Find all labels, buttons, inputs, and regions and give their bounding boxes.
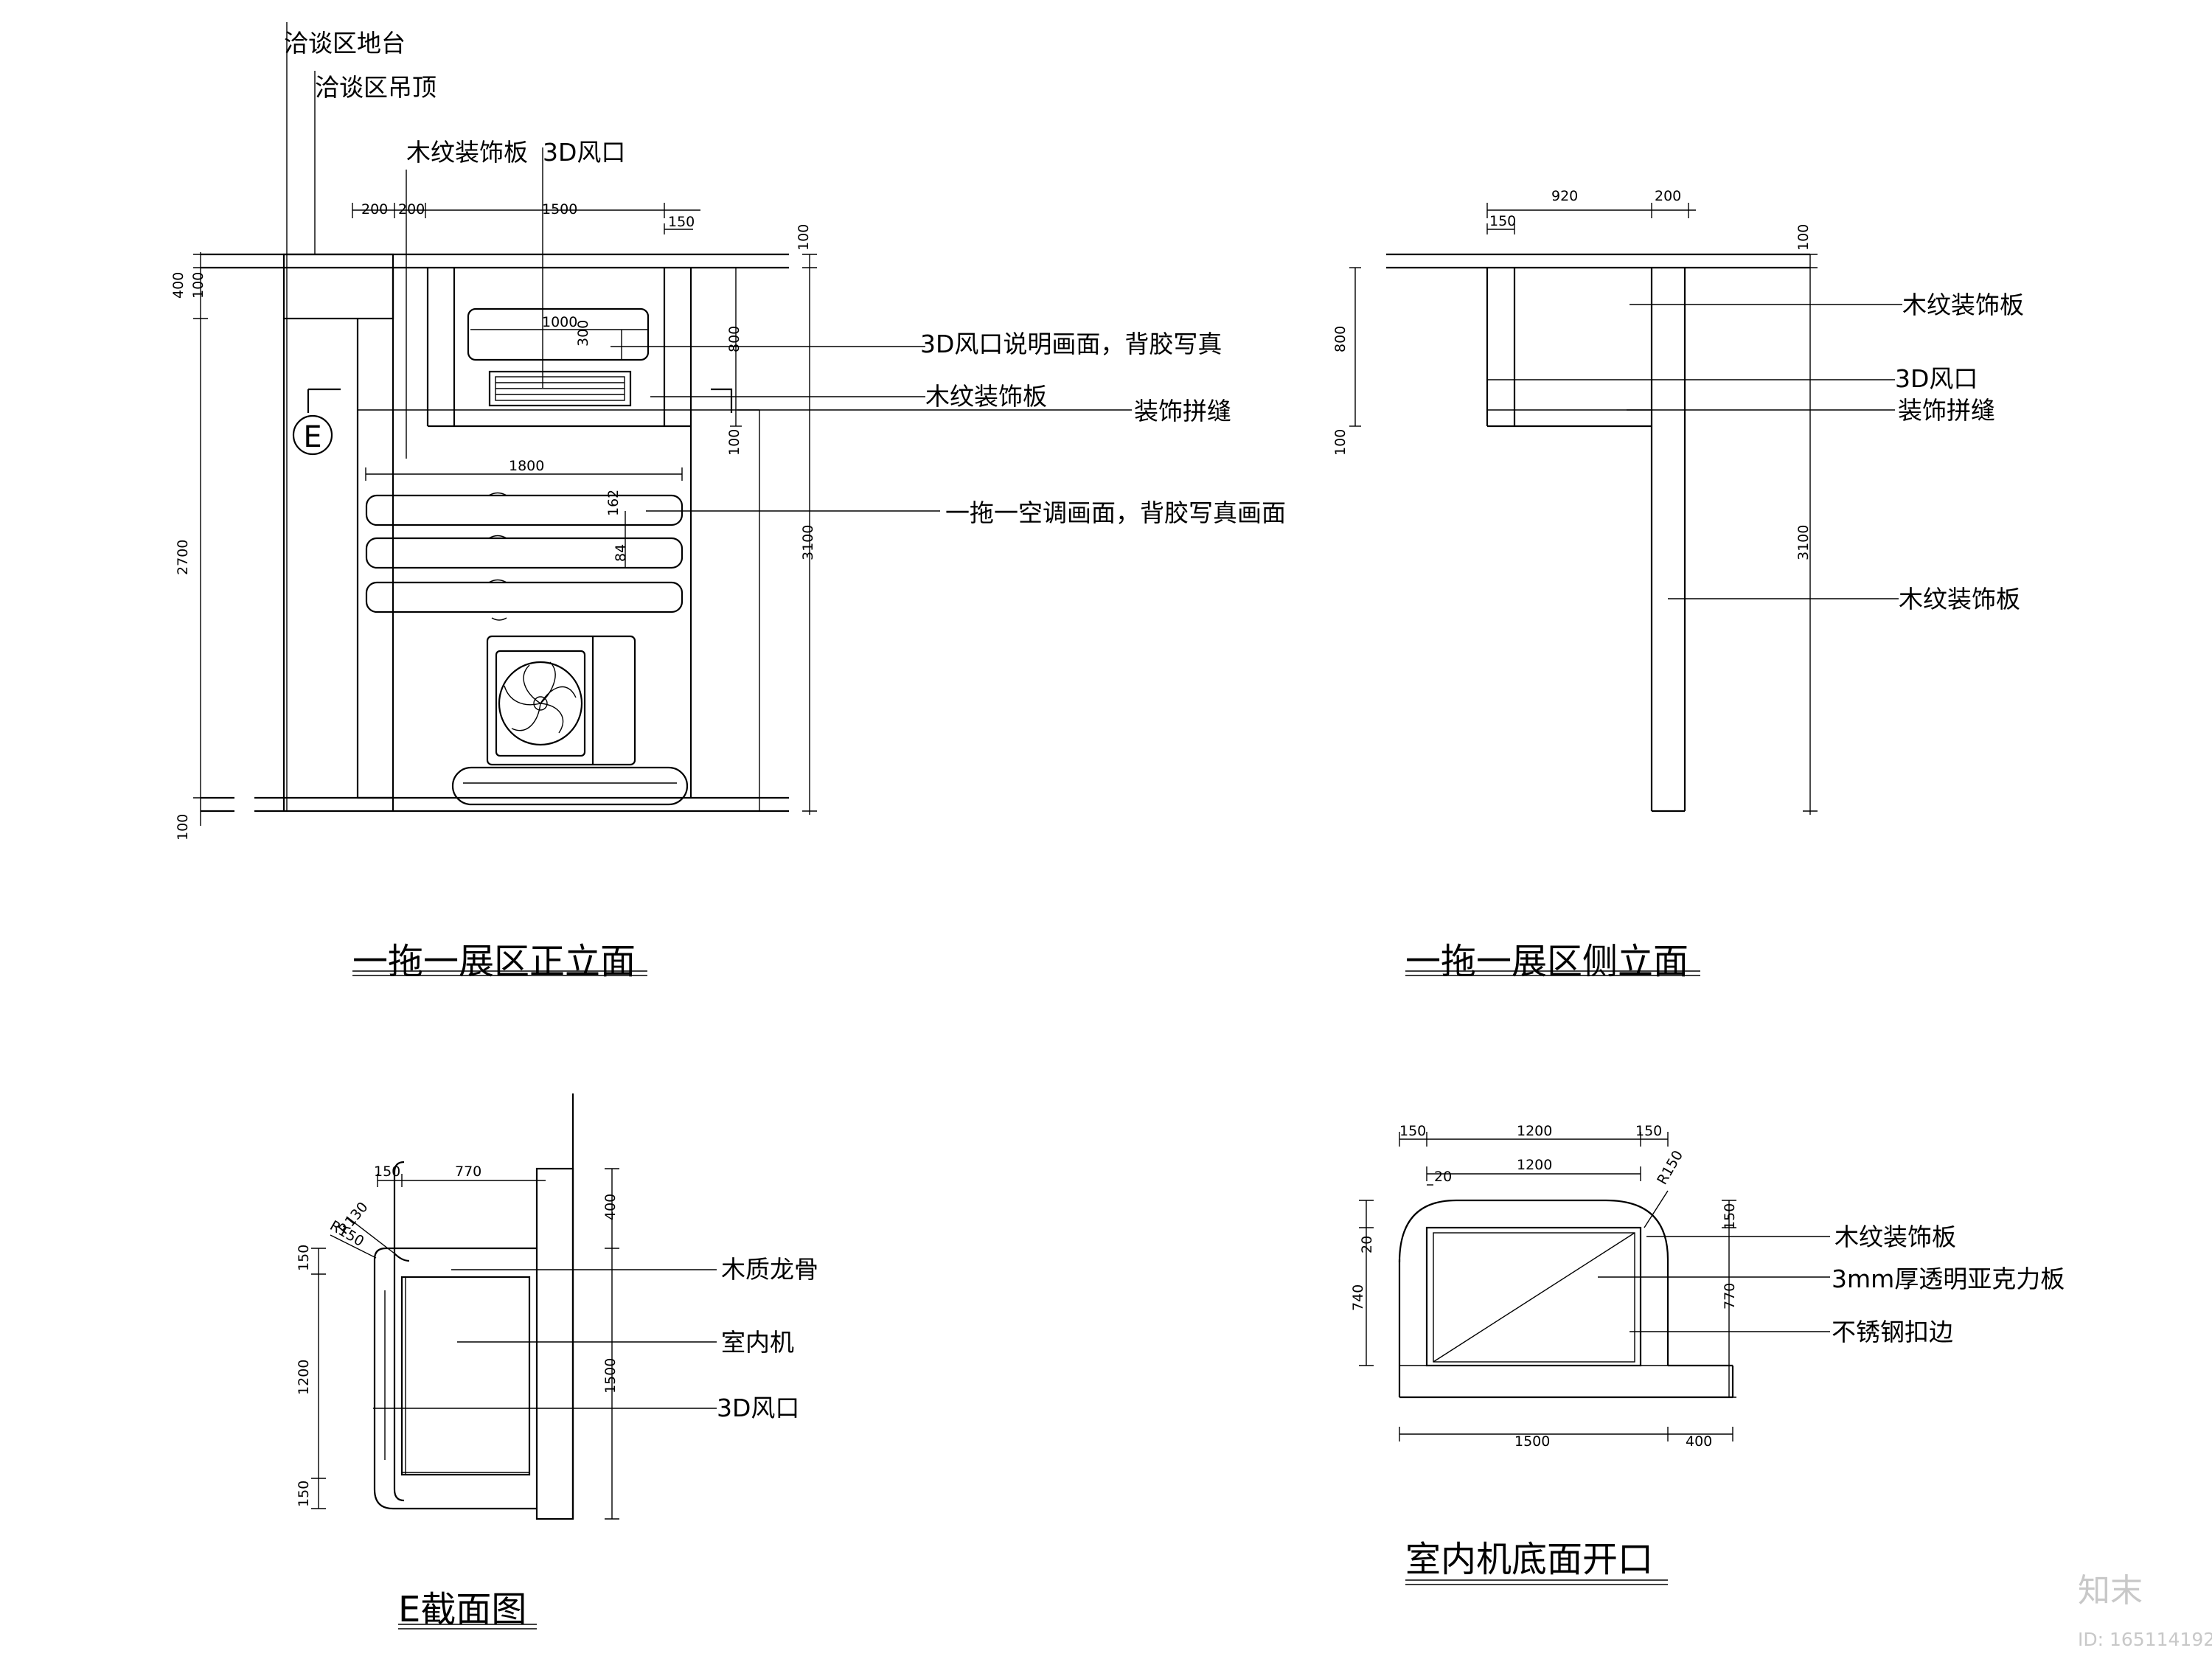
dim-bottom-1500: 1500	[1514, 1433, 1550, 1450]
bottom-label-acrylic: 3mm厚透明亚克力板	[1832, 1265, 2065, 1293]
watermark-id: ID: 165114192	[2078, 1629, 2212, 1650]
label-3d-vent-top: 3D风口	[543, 138, 625, 167]
dim-front-1000: 1000	[542, 314, 577, 330]
dim-front-200a: 200	[361, 201, 388, 218]
section-mark-e: E	[303, 420, 321, 454]
section-label-indoor-unit: 室内机	[721, 1328, 794, 1357]
section-label-3d-vent: 3D风口	[717, 1394, 799, 1422]
dim-bottom-r150: R150	[1654, 1148, 1686, 1188]
dim-front-200b: 200	[398, 201, 425, 218]
dim-bottom-1200a: 1200	[1517, 1123, 1552, 1139]
bottom-opening-title: 室内机底面开口	[1405, 1539, 1653, 1580]
dim-bottom-150a: 150	[1399, 1123, 1426, 1139]
dim-bottom-150b: 150	[1635, 1123, 1662, 1139]
dim-side-100-mid: 100	[1332, 429, 1349, 456]
e-section: 木质龙骨 室内机 3D风口 150 770 R130 R150 400 150 …	[296, 1093, 818, 1630]
dim-section-150-top: 150	[374, 1164, 400, 1180]
front-elevation: 洽谈区地台 洽谈区吊顶 木纹装饰板 3D风口 3D风口说明画面，背胶写真 木纹装…	[170, 22, 1286, 982]
dim-section-770: 770	[455, 1164, 481, 1180]
side-label-3d-vent: 3D风口	[1895, 364, 1978, 393]
dim-side-3100: 3100	[1795, 525, 1812, 560]
dim-front-84: 84	[613, 544, 629, 562]
dim-front-400: 400	[170, 272, 187, 299]
watermark-brand: 知末	[2078, 1572, 2143, 1610]
dim-front-300: 300	[575, 320, 591, 347]
label-hall-floor: 洽谈区地台	[284, 29, 406, 58]
dim-bottom-150c: 150	[1722, 1203, 1738, 1230]
bottom-label-wood-panel: 木纹装饰板	[1834, 1222, 1956, 1251]
dim-section-1500: 1500	[602, 1358, 619, 1394]
dim-side-150: 150	[1489, 213, 1516, 229]
dim-front-100-top: 100	[796, 224, 812, 251]
dim-front-100-left: 100	[190, 272, 206, 299]
e-section-title: E截面图	[398, 1589, 526, 1630]
dim-section-1200: 1200	[296, 1360, 312, 1395]
dim-front-800: 800	[726, 326, 742, 352]
label-vent-description: 3D风口说明画面，背胶写真	[920, 330, 1222, 358]
dim-front-3100: 3100	[800, 525, 816, 560]
dim-bottom-740: 740	[1350, 1284, 1366, 1311]
side-label-wood-panel-a: 木纹装饰板	[1902, 291, 2024, 319]
label-wood-panel-top: 木纹装饰板	[406, 138, 528, 167]
dim-section-150-bottom: 150	[296, 1481, 312, 1507]
bottom-label-steel-edge: 不锈钢扣边	[1832, 1318, 1953, 1346]
dim-bottom-1200b: 1200	[1517, 1157, 1552, 1173]
dim-bottom-20a: 20	[1434, 1169, 1452, 1185]
label-ac-graphic: 一拖一空调画面，背胶写真画面	[945, 498, 1286, 527]
dim-side-800: 800	[1332, 326, 1349, 352]
dim-bottom-770: 770	[1722, 1283, 1738, 1310]
dim-front-2700: 2700	[175, 540, 191, 575]
label-wood-panel: 木纹装饰板	[925, 382, 1047, 411]
dim-front-150: 150	[668, 214, 695, 230]
side-elevation-title: 一拖一展区侧立面	[1405, 941, 1688, 982]
side-label-seam: 装饰拼缝	[1898, 396, 1995, 425]
dim-front-1500: 1500	[542, 201, 577, 218]
dim-section-400: 400	[602, 1194, 619, 1220]
side-label-wood-panel-b: 木纹装饰板	[1899, 585, 2020, 613]
front-elevation-title: 一拖一展区正立面	[352, 941, 636, 982]
dim-front-100-mid: 100	[726, 429, 742, 456]
section-label-wood-keel: 木质龙骨	[721, 1255, 818, 1284]
dim-front-100-bottom: 100	[175, 814, 191, 841]
dim-front-162: 162	[605, 490, 622, 516]
dim-bottom-400: 400	[1686, 1433, 1712, 1450]
side-elevation: 木纹装饰板 3D风口 装饰拼缝 木纹装饰板 920 200 150 100 80…	[1332, 188, 2024, 982]
indoor-unit-bottom-opening: 木纹装饰板 3mm厚透明亚克力板 不锈钢扣边 150 1200 150 20 1…	[1350, 1123, 2065, 1585]
dim-side-100-top: 100	[1795, 224, 1812, 251]
dim-bottom-20b: 20	[1359, 1236, 1375, 1253]
dim-front-1800: 1800	[509, 458, 544, 474]
dim-side-200: 200	[1655, 188, 1681, 204]
label-hall-ceiling: 洽谈区吊顶	[315, 73, 437, 102]
dim-side-920: 920	[1551, 188, 1578, 204]
label-decorative-seam: 装饰拼缝	[1134, 397, 1231, 425]
dim-section-150-left: 150	[296, 1245, 312, 1271]
